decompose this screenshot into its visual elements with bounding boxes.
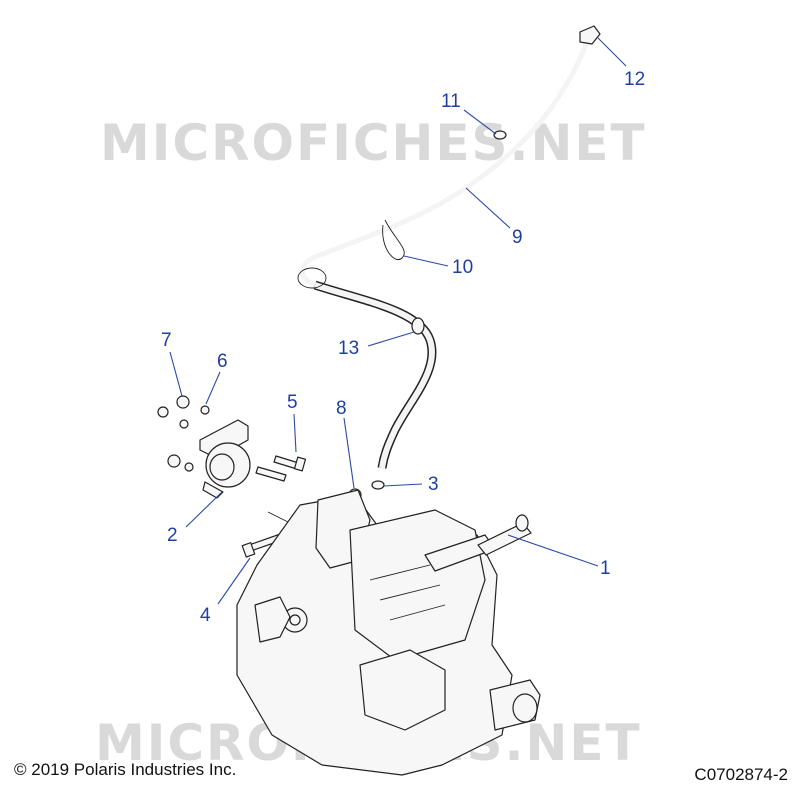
callout-1: 1 [600,558,611,579]
leader-10 [403,255,449,267]
leader-4 [217,557,251,605]
leader-3 [383,483,423,487]
leader-7 [169,351,183,397]
leader-1 [507,534,599,567]
nuts-hardware [157,395,362,502]
callout-13: 13 [338,338,359,359]
callout-5: 5 [287,392,298,413]
callout-2: 2 [167,525,178,546]
callout-7: 7 [161,330,172,351]
transmission-housing [236,489,541,776]
leader-12 [597,37,627,67]
drawing-number: C0702874-2 [694,765,788,784]
leader-11 [463,109,497,135]
callout-8: 8 [336,398,347,419]
callout-9: 9 [512,227,523,248]
watermark-top: MICROFICHES.NET [100,114,647,172]
leader-2 [185,491,223,528]
callout-6: 6 [217,351,228,372]
callout-4: 4 [200,605,211,626]
leader-9 [465,187,511,229]
callout-3: 3 [428,474,439,495]
callout-11: 11 [441,91,461,112]
leader-13 [367,331,415,347]
callout-12: 12 [624,69,645,90]
leader-6 [205,371,221,405]
breather-hose [297,25,601,490]
mount-bracket [199,419,251,499]
leader-5 [293,413,297,453]
callout-10: 10 [452,257,473,278]
leader-8 [343,417,355,489]
copyright-notice: © 2019 Polaris Industries Inc. [14,760,237,779]
